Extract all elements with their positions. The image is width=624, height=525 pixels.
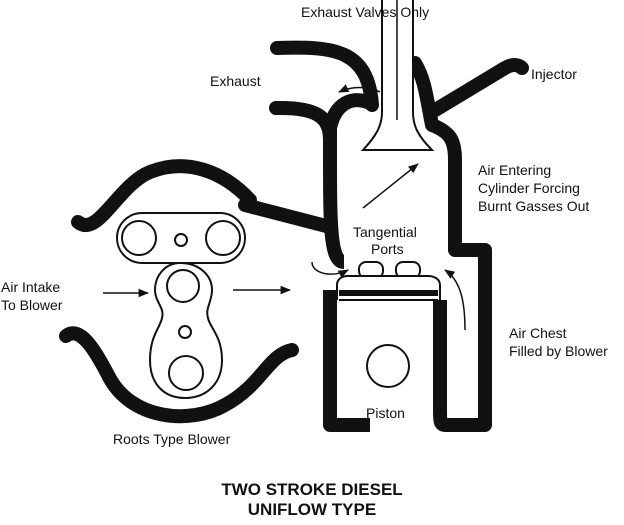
air-intake-label-line1: Air Intake	[1, 279, 61, 295]
injector	[425, 58, 529, 119]
left-port-arrow	[311, 261, 349, 279]
tangential-ports-label-line2: Ports	[371, 241, 404, 257]
air-entering-label-line1: Air Entering	[478, 162, 552, 178]
air-chest-label-line2: Filled by Blower	[509, 343, 608, 359]
diagram-title-line2: UNIFLOW TYPE	[247, 500, 377, 519]
air-entering-label-line2: Cylinder Forcing	[478, 180, 580, 196]
roots-blower-upper-rotor	[116, 212, 246, 264]
air-chest-label-line1: Air Chest	[509, 325, 567, 341]
air-entering-label-line3: Burnt Gasses Out	[478, 198, 590, 214]
roots-blower-label: Roots Type Blower	[113, 431, 231, 447]
piston-label: Piston	[366, 405, 405, 421]
blower-duct	[238, 198, 337, 234]
air-entering-arrow	[362, 163, 419, 209]
roots-blower-lower-rotor	[148, 261, 224, 400]
air-intake-label-line2: To Blower	[1, 297, 63, 313]
diagram-title-line1: TWO STROKE DIESEL	[221, 480, 403, 499]
piston	[336, 275, 441, 388]
exhaust-flow-arrow	[338, 84, 381, 93]
tangential-ports-label-line1: Tangential	[353, 224, 417, 240]
flow-arrows	[103, 84, 466, 331]
roots-blower-housing	[59, 159, 299, 424]
injector-label: Injector	[531, 66, 577, 82]
air-chest-arrow	[444, 269, 466, 331]
exhaust-label: Exhaust	[210, 73, 261, 89]
exhaust-valves-label: Exhaust Valves Only	[301, 4, 430, 20]
exhaust-valve	[360, 0, 435, 151]
cylinder-walls	[323, 93, 492, 432]
engine-diagram	[59, 0, 529, 432]
